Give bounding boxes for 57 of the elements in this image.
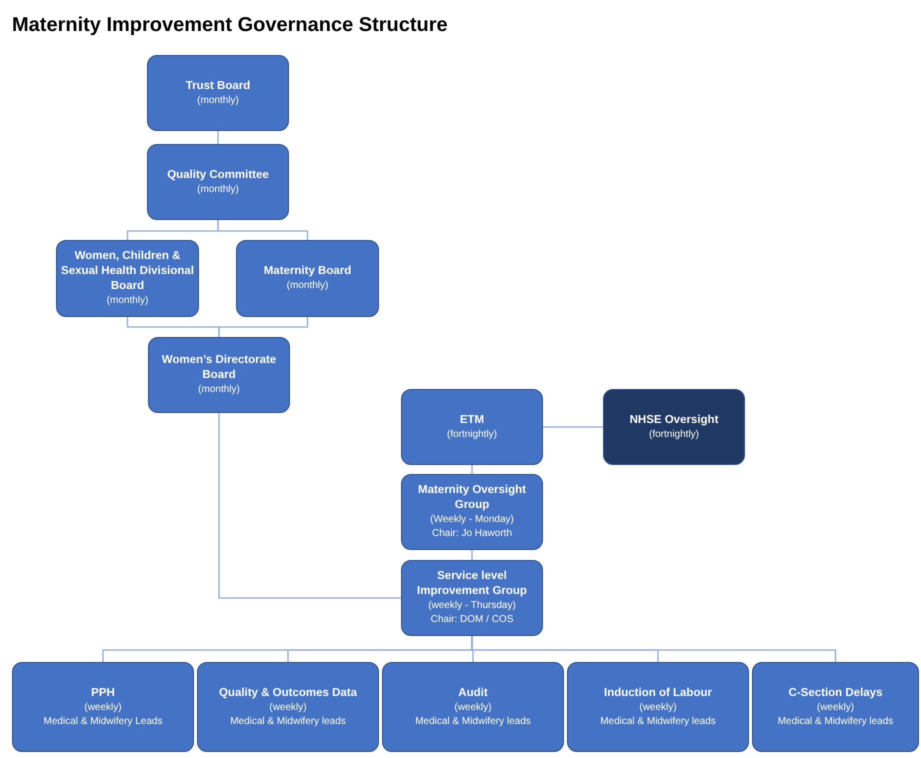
box-detail: Medical & Midwifery leads [600,714,716,728]
box-title: Maternity Board [264,264,352,279]
org-box [147,55,289,131]
connector-line [217,131,219,144]
org-box [56,240,199,317]
box-title: Induction of Labour [604,686,712,700]
box-detail: (weekly) [269,700,307,714]
org-box [236,240,379,317]
box-title: ETM [460,412,484,428]
org-box [401,474,543,550]
connector-line [218,413,401,599]
box-detail: Chair: DOM / COS [430,613,514,627]
box-detail: (weekly) [454,700,492,714]
box-title: Audit [458,686,488,700]
box-detail: Medical & Midwifery leads [415,714,531,728]
box-detail: (weekly) [816,700,854,714]
box-detail: (Weekly - Monday) [430,513,514,527]
box-title: PPH [91,686,115,700]
box-title: Women’s Directorate Board [160,353,278,383]
org-box [147,144,289,220]
box-detail: (fortnightly) [648,428,699,442]
connector-line [218,317,308,337]
org-box [567,662,749,752]
org-box [148,337,290,413]
org-box [401,389,543,465]
org-box [752,662,919,752]
org-box [382,662,564,752]
box-title: NHSE Oversight [630,412,718,428]
box-detail: (monthly) [197,94,239,108]
org-box [12,662,194,752]
box-detail: (weekly - Thursday) [428,599,516,613]
org-box [603,389,745,465]
box-detail: (monthly) [198,383,240,397]
box-title: Trust Board [186,78,250,94]
box-title: Maternity Oversight Group [417,483,527,513]
box-title: Women, Children & Sexual Health Divisional Board [61,249,194,294]
box-detail: (weekly) [639,700,677,714]
box-detail: Medical & Midwifery Leads [44,714,162,728]
box-detail: (monthly) [286,279,328,293]
box-detail: (monthly) [197,182,239,196]
box-detail: (monthly) [106,294,148,308]
box-title: Quality & Outcomes Data [218,686,358,700]
box-detail: (weekly) [84,700,122,714]
connector-line [471,550,473,560]
box-detail: Medical & Midwifery leads [230,714,346,728]
box-detail: Medical & Midwifery leads [778,714,894,728]
diagram-title: Maternity Improvement Governance Structure [12,13,448,38]
box-title: Quality Committee [167,168,269,182]
connector-line [217,220,308,240]
box-detail: (fortnightly) [446,428,497,442]
connector-line [543,426,603,428]
org-box [401,560,543,636]
box-detail: Chair: Jo Haworth [432,527,512,541]
box-title: Service level Improvement Group [416,569,528,599]
box-title: C-Section Delays [788,686,882,700]
connector-line [471,636,836,662]
org-box [197,662,379,752]
